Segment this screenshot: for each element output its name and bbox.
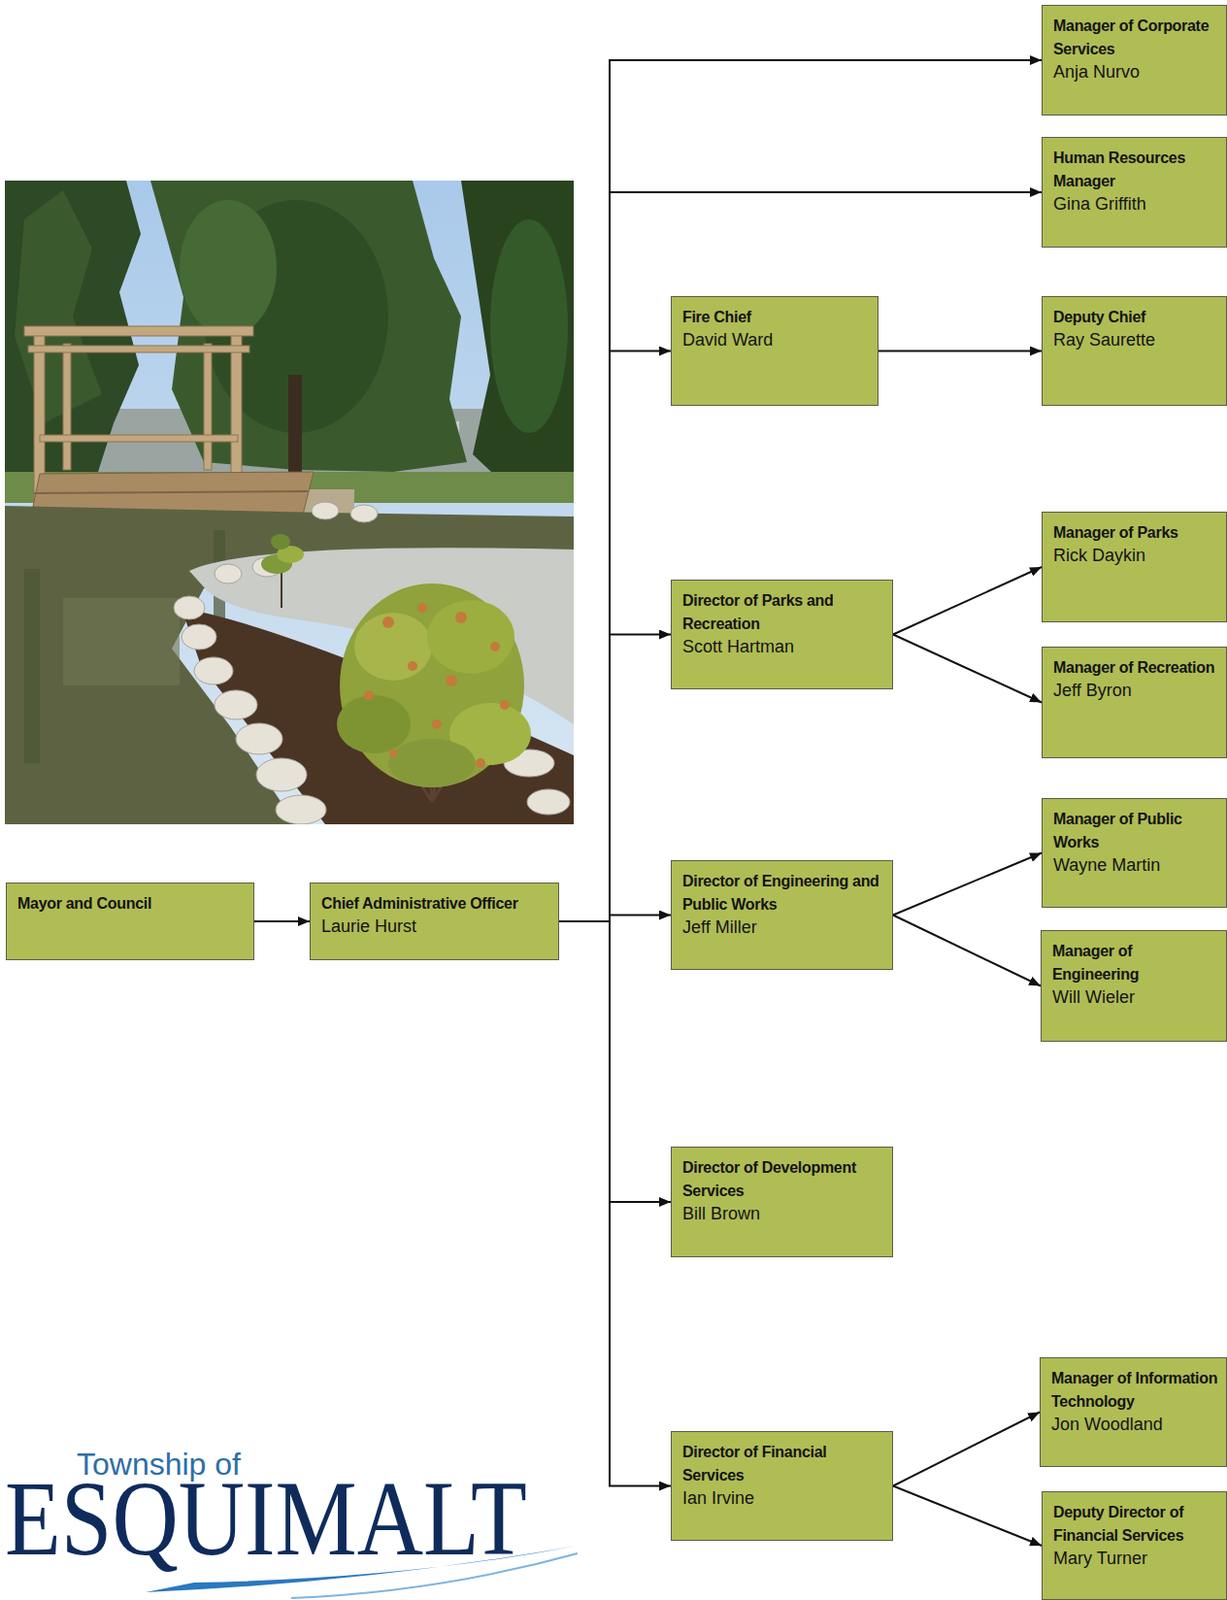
person-name: Jeff Miller bbox=[682, 916, 885, 938]
org-box: Director of Parks and RecreationScott Ha… bbox=[670, 579, 894, 690]
org-box: Manager of Corporate ServicesAnja Nurvo bbox=[1041, 4, 1227, 116]
reporting-arrow bbox=[559, 921, 671, 1487]
org-box: Manager of ParksRick Daykin bbox=[1041, 511, 1227, 623]
reporting-arrow bbox=[893, 1412, 1040, 1487]
person-name: Jon Woodland bbox=[1051, 1413, 1219, 1435]
person-name: Mary Turner bbox=[1053, 1547, 1219, 1569]
reporting-arrow bbox=[559, 192, 1042, 922]
org-box: Human Resources ManagerGina Griffith bbox=[1041, 136, 1227, 248]
reporting-arrow bbox=[893, 1486, 1042, 1547]
role-title: Human Resources Manager bbox=[1053, 146, 1219, 194]
person-name: Gina Griffith bbox=[1053, 193, 1219, 215]
role-title: Manager of Recreation bbox=[1053, 656, 1219, 680]
reporting-arrow bbox=[559, 921, 671, 1202]
role-title: Mayor and Council bbox=[17, 892, 246, 916]
person-name: Anja Nurvo bbox=[1053, 61, 1219, 83]
org-box: Mayor and Council bbox=[5, 882, 255, 961]
reporting-arrow bbox=[559, 634, 671, 923]
reporting-arrow bbox=[559, 60, 1042, 922]
person-name: David Ward bbox=[682, 329, 870, 351]
org-box: Deputy Director of Financial ServicesMar… bbox=[1041, 1491, 1227, 1600]
role-title: Manager of Public Works bbox=[1053, 807, 1219, 855]
org-box: Manager of Public WorksWayne Martin bbox=[1041, 797, 1227, 908]
org-box: Chief Administrative OfficerLaurie Hurst bbox=[309, 882, 560, 961]
reporting-arrow bbox=[559, 351, 671, 923]
role-title: Director of Engineering and Public Works bbox=[682, 869, 885, 917]
role-title: Deputy Director of Financial Services bbox=[1053, 1500, 1219, 1548]
reporting-arrow bbox=[893, 853, 1042, 916]
person-name: Jeff Byron bbox=[1053, 679, 1219, 701]
org-box: Manager of EngineeringWill Wieler bbox=[1040, 929, 1227, 1042]
person-name: Will Wieler bbox=[1052, 986, 1219, 1008]
org-box: Fire ChiefDavid Ward bbox=[670, 296, 879, 406]
role-title: Director of Financial Services bbox=[682, 1440, 885, 1488]
role-title: Director of Development Services bbox=[682, 1156, 885, 1203]
person-name: Laurie Hurst bbox=[321, 915, 551, 937]
person-name: Scott Hartman bbox=[682, 635, 885, 658]
reporting-arrow bbox=[254, 920, 310, 923]
role-title: Deputy Chief bbox=[1053, 305, 1219, 330]
role-title: Director of Parks and Recreation bbox=[682, 589, 885, 636]
org-box: Deputy ChiefRay Saurette bbox=[1041, 296, 1227, 406]
person-name: Rick Daykin bbox=[1053, 544, 1219, 566]
reporting-arrow bbox=[893, 566, 1042, 635]
org-box: Manager of Information TechnologyJon Woo… bbox=[1039, 1357, 1227, 1467]
org-box: Director of Engineering and Public Works… bbox=[670, 860, 894, 970]
person-name: Ray Saurette bbox=[1053, 329, 1219, 351]
role-title: Manager of Engineering bbox=[1052, 939, 1219, 987]
person-name: Bill Brown bbox=[682, 1202, 885, 1225]
role-title: Fire Chief bbox=[682, 305, 870, 330]
role-title: Manager of Parks bbox=[1053, 521, 1219, 545]
logo-wordmark: ESQUIMALT bbox=[4, 1464, 528, 1572]
org-box: Director of Financial ServicesIan Irvine bbox=[670, 1430, 894, 1541]
garden-photo bbox=[4, 180, 574, 825]
org-box: Director of Development ServicesBill Bro… bbox=[670, 1146, 894, 1258]
reporting-arrow bbox=[893, 915, 1041, 987]
reporting-arrow bbox=[878, 350, 1042, 353]
person-name: Ian Irvine bbox=[682, 1487, 885, 1509]
role-title: Manager of Corporate Services bbox=[1053, 14, 1219, 62]
person-name: Wayne Martin bbox=[1053, 854, 1219, 876]
role-title: Chief Administrative Officer bbox=[321, 892, 551, 916]
org-box: Manager of RecreationJeff Byron bbox=[1041, 646, 1227, 759]
role-title: Manager of Information Technology bbox=[1051, 1366, 1219, 1414]
reporting-arrow bbox=[893, 634, 1042, 703]
